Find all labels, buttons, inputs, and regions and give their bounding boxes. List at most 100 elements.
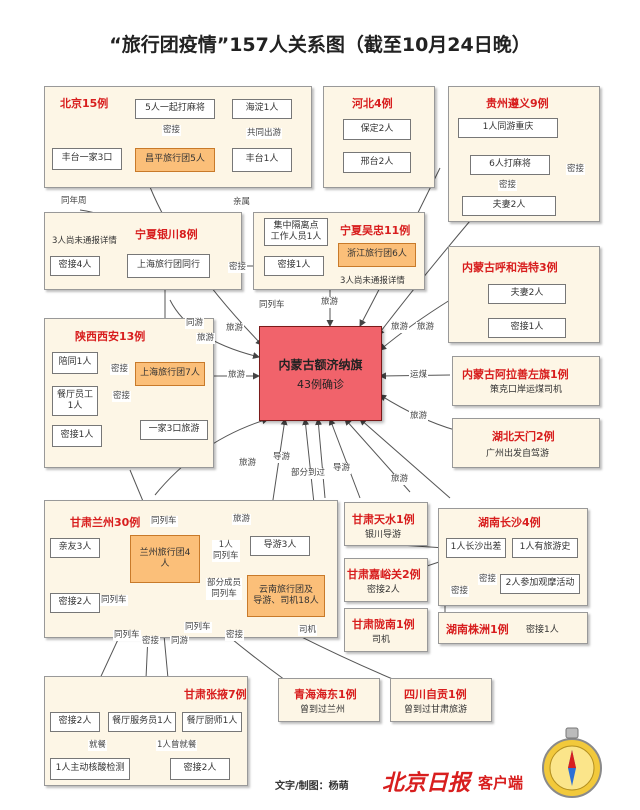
region-title-ningxia-yinchuan: 宁夏银川8例 — [135, 228, 198, 241]
desc-hubei: 广州出发自驾游 — [486, 449, 550, 459]
brand-logo: 北京日报 — [382, 770, 471, 796]
desc-zhuzhou: 密接1人 — [526, 625, 559, 635]
edge-label: 旅游 — [238, 458, 258, 469]
node-lanzhou-guides: 导游3人 — [250, 536, 310, 556]
edge-label: 密接 — [566, 164, 586, 175]
node-beijing-fengtai-family: 丰台一家3口 — [52, 148, 122, 170]
edge-label: 同列车 — [100, 595, 128, 606]
edge-label: 密接 — [498, 180, 518, 191]
edge-label: 同列车 — [113, 630, 141, 641]
edge-label: 旅游 — [225, 323, 245, 334]
region-jiayuguan — [344, 558, 428, 602]
node-yinchuan-contacts: 密接4人 — [50, 256, 100, 276]
node-wuzhong-contact: 密接1人 — [264, 256, 324, 276]
edge-label: 同列车 — [150, 516, 178, 527]
region-title-guizhou: 贵州遵义9例 — [486, 97, 549, 110]
node-beijing-changping-tour: 昌平旅行团5人 — [135, 148, 215, 172]
node-zhangye-waiter: 餐厅服务员1人 — [108, 712, 176, 732]
center-node-ejina: 内蒙古额济纳旗 43例确诊 — [259, 326, 382, 421]
desc-sichuan: 曾到过甘肃旅游 — [404, 705, 468, 715]
region-alashan — [452, 356, 600, 406]
node-shaanxi-contact: 密接1人 — [52, 425, 102, 447]
node-hohhot-contact: 密接1人 — [488, 318, 566, 338]
page-title: “旅行团疫情”157人关系图（截至10月24日晚） — [109, 34, 531, 56]
node-zhangye-contact2: 密接2人 — [170, 758, 230, 780]
node-guizhou-mahjong: 6人打麻将 — [470, 155, 550, 175]
desc-alashan: 策克口岸运煤司机 — [490, 385, 563, 395]
node-hebei-baoding: 保定2人 — [343, 119, 411, 140]
region-title-qinghai: 青海海东1例 — [294, 688, 357, 701]
edge-label: 司机 — [298, 625, 318, 636]
edge-label: 密接 — [228, 262, 248, 273]
region-tianshui — [344, 502, 428, 546]
edge-label: 密接 — [110, 364, 130, 375]
node-zhangye-nat-test: 1人主动核酸检测 — [50, 758, 130, 780]
region-sichuan — [390, 678, 492, 722]
region-title-hebei: 河北4例 — [352, 97, 393, 110]
edge-label: 同游 — [170, 636, 190, 647]
node-lanzhou-contact: 密接2人 — [50, 593, 100, 613]
node-changsha-travel: 1人有旅游史 — [512, 538, 578, 558]
edge-label: 部分到过 — [290, 468, 327, 479]
region-title-hohhot: 内蒙古呼和浩特3例 — [462, 261, 558, 274]
region-title-tianshui: 甘肃天水1例 — [352, 513, 415, 526]
node-beijing-fengtai-one: 丰台1人 — [232, 148, 292, 172]
edge-label: 旅游 — [232, 514, 252, 525]
desc-qinghai: 曾到过兰州 — [300, 705, 346, 715]
region-zhuzhou — [438, 612, 588, 644]
node-wuzhong-zhejiang-tour: 浙江旅行团6人 — [338, 243, 416, 267]
node-wuzhong-quarantine: 集中隔离点 工作人员1人 — [264, 218, 328, 246]
center-name: 内蒙古额济纳旗 — [278, 357, 363, 372]
edge-label: 旅游 — [409, 411, 429, 422]
edge-label: 亲属 — [232, 197, 252, 208]
edge-label: 密接 — [112, 391, 132, 402]
region-title-jiayuguan: 甘肃嘉峪关2例 — [347, 568, 421, 581]
region-title-ningxia-wuzhong: 宁夏吴忠11例 — [340, 224, 411, 237]
edge-label: 导游 — [332, 463, 352, 474]
region-title-lanzhou: 甘肃兰州30例 — [70, 516, 141, 529]
node-lanzhou-tour: 兰州旅行团4 人 — [130, 535, 200, 583]
edge-label: 旅游 — [390, 322, 410, 333]
region-title-hubei: 湖北天门2例 — [492, 430, 555, 443]
region-ningxia-yinchuan — [44, 212, 242, 290]
region-title-zhangye: 甘肃张掖7例 — [184, 688, 247, 701]
node-hebei-xingtai: 邢台2人 — [343, 152, 411, 173]
node-zhangye-contact1: 密接2人 — [50, 712, 100, 732]
edge-label: 密接 — [478, 574, 498, 585]
node-changsha-trip: 1人长沙出差 — [446, 538, 506, 558]
node-hohhot-couple: 夫妻2人 — [488, 284, 566, 304]
node-shaanxi-family: 一家3口旅游 — [140, 420, 208, 440]
edge-label: 同列车 — [184, 622, 212, 633]
desc-tianshui: 银川导游 — [365, 530, 402, 540]
note-ningxia-yinchuan: 3人尚未通报详情 — [52, 236, 117, 246]
edge-label: 同列车 — [258, 300, 286, 311]
credit-text: 文字/制图：杨萌 — [275, 781, 349, 792]
edge-label: 1人 同列车 — [212, 540, 240, 562]
node-zhangye-chef: 餐厅厨师1人 — [182, 712, 242, 732]
region-title-sichuan: 四川自贡1例 — [404, 688, 467, 701]
edge-label: 1人曾就餐 — [156, 740, 198, 751]
region-hubei — [452, 418, 600, 468]
region-title-longnan: 甘肃陇南1例 — [352, 618, 415, 631]
node-changsha-activity: 2人参加观摩活动 — [500, 574, 580, 594]
edge-label: 旅游 — [416, 322, 436, 333]
brand-app-label: 客户端 — [478, 774, 524, 792]
node-lanzhou-yunnan-tour: 云南旅行团及 导游、司机18人 — [247, 575, 325, 617]
edge-label: 就餐 — [88, 740, 108, 751]
desc-jiayuguan: 密接2人 — [367, 585, 400, 595]
region-qinghai — [278, 678, 380, 722]
compass-badge-icon — [542, 727, 602, 798]
node-shaanxi-escort: 陪同1人 — [52, 352, 98, 374]
region-title-alashan: 内蒙古阿拉善左旗1例 — [462, 368, 569, 381]
node-shaanxi-restaurant: 餐厅员工 1人 — [52, 386, 98, 416]
node-beijing-haidian: 海淀1人 — [232, 99, 292, 119]
node-guizhou-couple: 夫妻2人 — [462, 196, 556, 216]
region-title-zhuzhou: 湖南株洲1例 — [446, 623, 509, 636]
edge-label: 运煤 — [409, 370, 429, 381]
edge-label: 部分成员 同列车 — [206, 578, 243, 600]
region-title-changsha: 湖南长沙4例 — [478, 516, 541, 529]
edge-label: 旅游 — [227, 370, 247, 381]
edge-label: 旅游 — [196, 333, 216, 344]
region-title-shaanxi: 陕西西安13例 — [75, 330, 146, 343]
node-beijing-mahjong: 5人一起打麻将 — [135, 99, 215, 119]
